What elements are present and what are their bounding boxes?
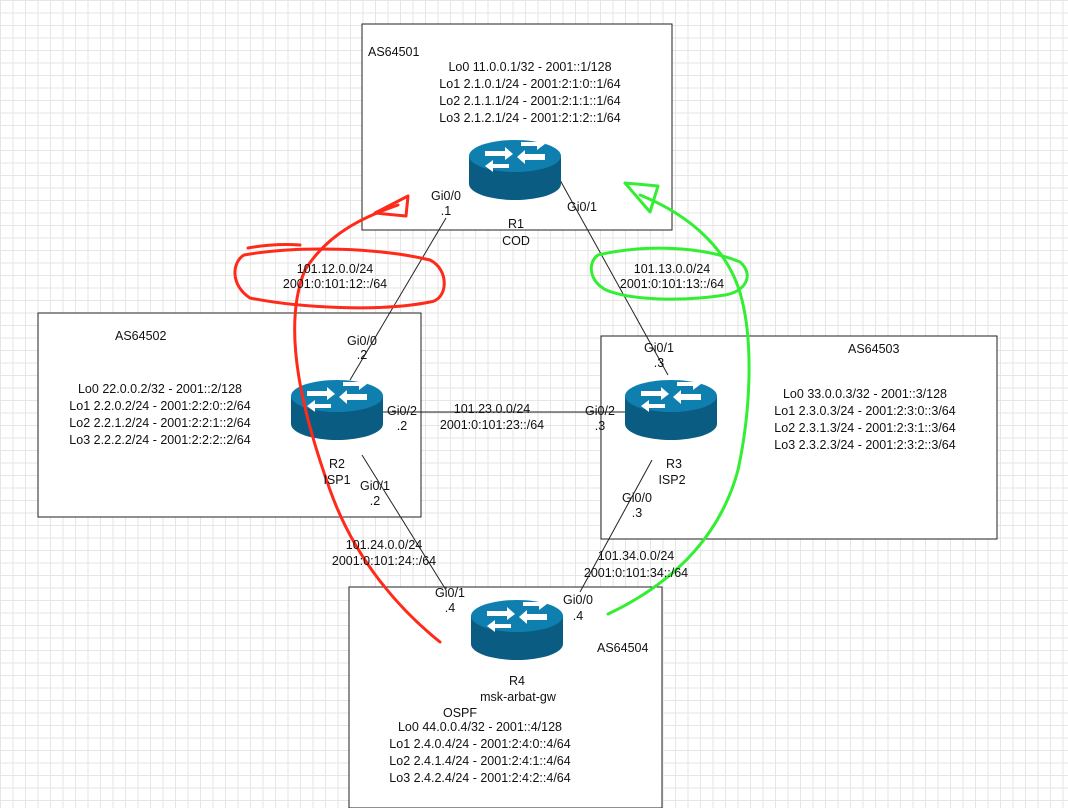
loopback-r3-lo2: Lo2 2.3.1.3/24 - 2001:2:3:1::3/64 [774,421,956,435]
loopback-list-r3: Lo0 33.0.0.3/32 - 2001::3/128 Lo1 2.3.0.… [745,386,985,454]
ip-r2-gi00: .2 [356,348,368,362]
interface-r3-gi01: Gi0/1 [644,341,674,355]
protocol-label-r4: OSPF [442,706,478,720]
ip-r4-gi00: .4 [572,609,584,623]
router-role-r3: ISP2 [658,473,686,487]
loopback-r2-lo3: Lo3 2.2.2.2/24 - 2001:2:2:2::2/64 [69,433,251,447]
router-icon[interactable] [469,138,561,200]
subnet-v6-r1-r2: 2001:0:101:12::/64 [282,277,388,291]
loopback-r3-lo0: Lo0 33.0.0.3/32 - 2001::3/128 [782,387,948,401]
ip-r2-gi02: .2 [396,419,408,433]
router-role-r4: msk-arbat-gw [480,690,556,704]
router-name-r4: R4 [509,674,525,688]
interface-r2-gi01: Gi0/1 [360,479,390,493]
loopback-r4-lo0: Lo0 44.0.0.4/32 - 2001::4/128 [397,720,563,734]
interface-r1-gi01: Gi0/1 [567,200,597,214]
router-icon[interactable] [471,598,563,660]
loopback-r4-lo3: Lo3 2.4.2.4/24 - 2001:2:4:2::4/64 [389,771,571,785]
ip-r4-gi01: .4 [444,601,456,615]
subnet-v6-r1-r3: 2001:0:101:13::/64 [619,277,725,291]
interface-r3-gi00: Gi0/0 [622,491,652,505]
link-r1-r3 [559,179,669,376]
loopback-r1-lo0: Lo0 11.0.0.1/32 - 2001::1/128 [448,60,612,74]
as-label-r3: AS64503 [848,342,900,356]
router-icon[interactable] [625,378,717,440]
subnet-v6-r2-r4: 2001:0:101:24::/64 [331,554,437,568]
interface-r4-gi01: Gi0/1 [435,586,465,600]
loopback-list-r2: Lo0 22.0.0.2/32 - 2001::2/128 Lo1 2.2.0.… [40,381,280,449]
router-name-r2: R2 [329,457,345,471]
interface-r4-gi00: Gi0/0 [563,593,593,607]
loopback-r1-lo2: Lo2 2.1.1.1/24 - 2001:2:1:1::1/64 [439,94,621,108]
subnet-v4-r2-r4: 101.24.0.0/24 [345,538,423,552]
router-name-r3: R3 [666,457,682,471]
interface-r2-gi02: Gi0/2 [387,404,417,418]
loopback-r2-lo0: Lo0 22.0.0.2/32 - 2001::2/128 [77,382,243,396]
as-label-r2: AS64502 [115,329,167,343]
loopback-list-r1: Lo0 11.0.0.1/32 - 2001::1/128 Lo1 2.1.0.… [410,59,650,127]
loopback-r3-lo1: Lo1 2.3.0.3/24 - 2001:2:3:0::3/64 [774,404,956,418]
loopback-r2-lo1: Lo1 2.2.0.2/24 - 2001:2:2:0::2/64 [69,399,251,413]
ip-r3-gi00: .3 [631,506,643,520]
router-name-r1: R1 [508,217,524,231]
loopback-r4-lo1: Lo1 2.4.0.4/24 - 2001:2:4:0::4/64 [389,737,571,751]
subnet-v4-r2-r3: 101.23.0.0/24 [453,402,531,416]
subnet-v4-r1-r3: 101.13.0.0/24 [633,262,711,276]
link-r1-r2 [349,217,447,381]
red-arrow-annotation [233,194,446,644]
interface-r2-gi00: Gi0/0 [347,334,377,348]
as-label-r1: AS64501 [368,45,420,59]
ip-r2-gi01: .2 [369,494,381,508]
link-r2-r4 [361,454,447,591]
interface-r1-gi00: Gi0/0 [431,189,461,203]
loopback-list-r4: Lo0 44.0.0.4/32 - 2001::4/128 Lo1 2.4.0.… [360,719,600,787]
ip-r1-gi00: .1 [440,204,452,218]
subnet-v4-r3-r4: 101.34.0.0/24 [597,549,675,563]
subnet-v6-r3-r4: 2001:0:101:34::/64 [583,566,689,580]
router-role-r1: COD [502,234,530,248]
link-r3-r4 [579,459,653,593]
router-role-r2: ISP1 [323,473,351,487]
as-label-r4: AS64504 [597,641,649,655]
loopback-r1-lo1: Lo1 2.1.0.1/24 - 2001:2:1:0::1/64 [439,77,621,91]
loopback-r2-lo2: Lo2 2.2.1.2/24 - 2001:2:2:1::2/64 [69,416,251,430]
subnet-v4-r1-r2: 101.12.0.0/24 [296,262,374,276]
interface-r3-gi02: Gi0/2 [585,404,615,418]
loopback-r4-lo2: Lo2 2.4.1.4/24 - 2001:2:4:1::4/64 [389,754,571,768]
green-arrow-annotation [589,181,751,616]
ip-r3-gi02: .3 [594,419,606,433]
loopback-r1-lo3: Lo3 2.1.2.1/24 - 2001:2:1:2::1/64 [439,111,621,125]
subnet-v6-r2-r3: 2001:0:101:23::/64 [439,418,545,432]
loopback-r3-lo3: Lo3 2.3.2.3/24 - 2001:2:3:2::3/64 [774,438,956,452]
ip-r3-gi01: .3 [653,356,665,370]
